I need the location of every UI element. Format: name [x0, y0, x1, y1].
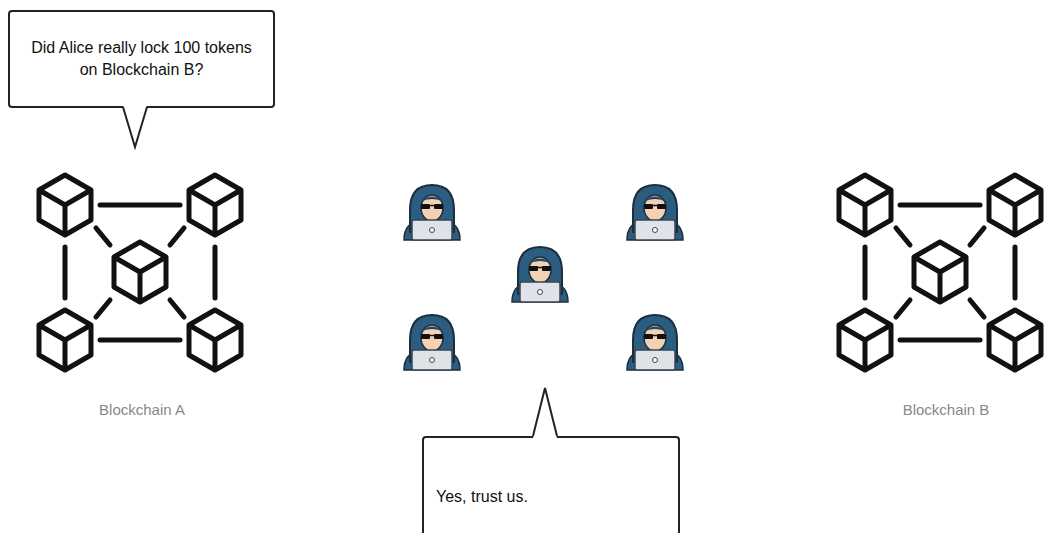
chain-label: Blockchain B [903, 401, 990, 418]
chain-label: Blockchain A [99, 401, 185, 418]
speech-bubble: Yes, trust us. [422, 436, 680, 533]
speech-text: Yes, trust us. [436, 486, 528, 508]
speech-text: Did Alice really lock 100 tokens on Bloc… [22, 37, 261, 82]
speech-bubble: Did Alice really lock 100 tokens on Bloc… [8, 10, 275, 108]
